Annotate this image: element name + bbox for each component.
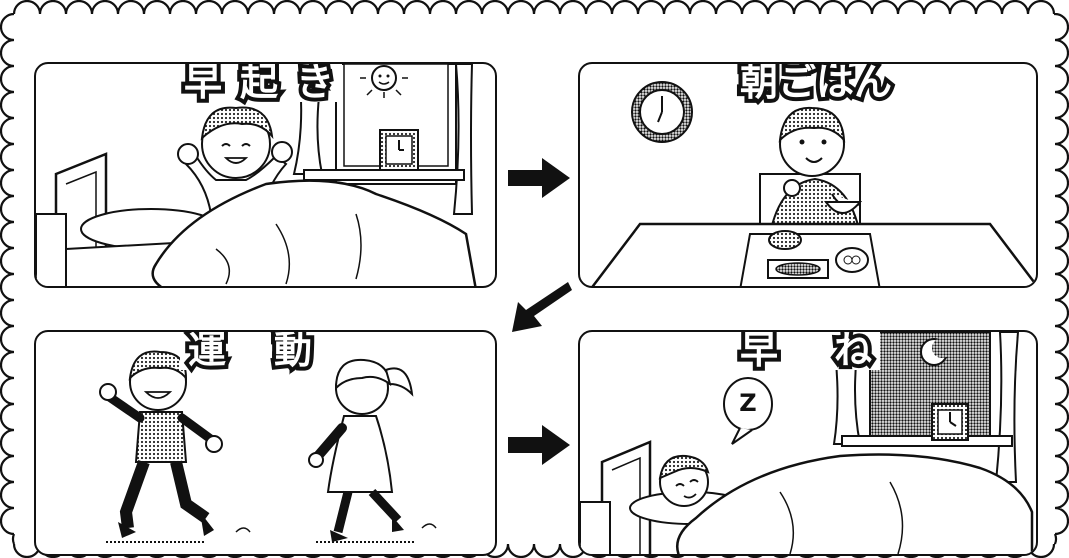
title-char: ね bbox=[834, 330, 872, 370]
arrow-down-left-icon bbox=[512, 278, 572, 332]
title-char: あさ朝 bbox=[740, 62, 778, 102]
panel-title-wake-up-early: はや早 お起 き bbox=[176, 62, 342, 102]
title-char: は bbox=[816, 62, 854, 102]
panel-title-breakfast: あさ朝 ご は ん bbox=[732, 62, 900, 102]
title-char: はや早 bbox=[740, 330, 778, 370]
boy-running bbox=[100, 352, 222, 542]
dream-bubble-text: Z bbox=[736, 388, 760, 418]
panel-title-sleep-early: はや早 ね bbox=[732, 330, 880, 370]
wall-clock-icon bbox=[632, 82, 692, 142]
panel-wake-up-early: はや早 お起 き bbox=[34, 62, 497, 288]
boy-sleeping bbox=[660, 456, 708, 506]
girl-running bbox=[309, 360, 416, 542]
arrow-right-icon bbox=[508, 158, 570, 198]
title-char: き bbox=[296, 62, 334, 102]
title-char: お起 bbox=[240, 62, 278, 102]
title-char: どう動 bbox=[274, 330, 312, 370]
panel-sleep-early: Z はや早 ね bbox=[578, 330, 1038, 556]
panel-title-exercise: うん運 どう動 bbox=[180, 330, 320, 370]
title-char: うん運 bbox=[188, 330, 226, 370]
panel-breakfast: あさ朝 ご は ん bbox=[578, 62, 1038, 288]
alarm-clock-icon bbox=[932, 404, 968, 440]
arrow-right-icon bbox=[508, 425, 570, 465]
boy-eating bbox=[770, 108, 860, 234]
panel-exercise: うん運 どう動 bbox=[34, 330, 497, 556]
alarm-clock-icon bbox=[380, 130, 418, 170]
title-char: ん bbox=[854, 62, 892, 102]
title-char: はや早 bbox=[184, 62, 222, 102]
title-char: ご bbox=[778, 62, 816, 102]
